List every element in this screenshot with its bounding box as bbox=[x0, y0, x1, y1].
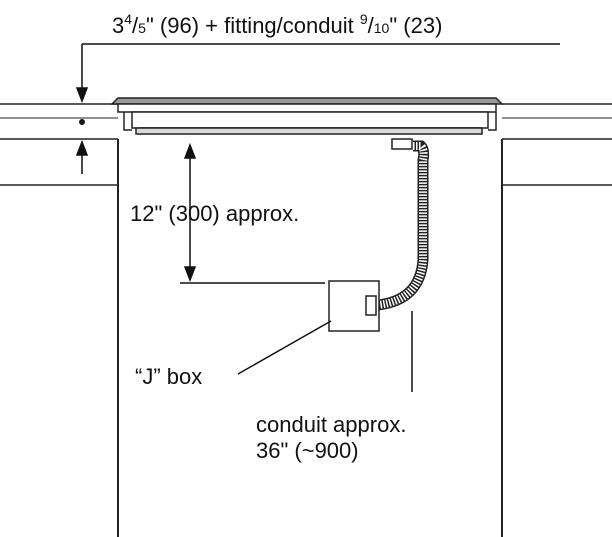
conduit-label-line2: 36" (~900) bbox=[256, 438, 359, 463]
countertop bbox=[0, 103, 612, 186]
vertical-dimension-label: 12" (300) approx. bbox=[130, 201, 299, 226]
leader-lines bbox=[237, 311, 413, 392]
conduit-label-line1: conduit approx. bbox=[256, 412, 406, 437]
jbox-label: “J” box bbox=[135, 364, 202, 389]
flexible-conduit bbox=[372, 140, 430, 311]
top-dimension-label: 34/5" (96) + fitting/conduit 9/10" (23) bbox=[112, 11, 442, 38]
junction-box bbox=[328, 280, 380, 332]
dimension-vertical bbox=[180, 142, 325, 284]
dimension-top bbox=[75, 43, 560, 174]
cooktop-unit bbox=[110, 97, 504, 150]
cabinet bbox=[117, 139, 503, 537]
